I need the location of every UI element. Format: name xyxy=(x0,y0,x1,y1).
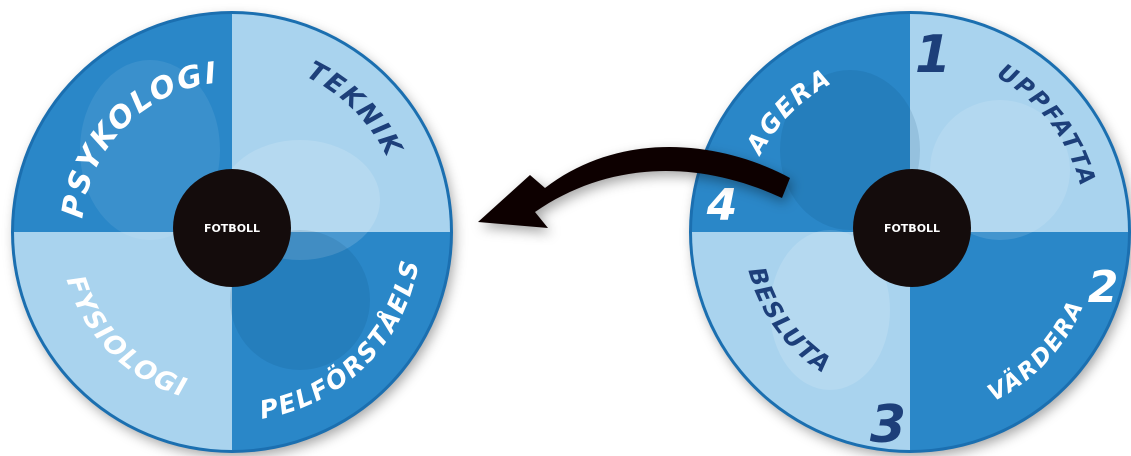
right-wheel: AGERA UPPFATTA BESLUTA VÄRDERA 1 2 3 4 F… xyxy=(689,11,1131,455)
left-wheel: PSYKOLOGI TEKNIK FYSIOLOGI SPELFÖRSTÅELS… xyxy=(0,0,453,453)
curved-arrow-icon xyxy=(478,147,790,228)
right-number-2: 2 xyxy=(1088,262,1119,313)
right-number-1: 1 xyxy=(915,25,951,85)
left-center-hub xyxy=(173,169,291,287)
left-center-label: FOTBOLL xyxy=(204,222,260,235)
arrow-body xyxy=(478,147,790,228)
right-center-label: FOTBOLL xyxy=(884,222,940,235)
right-number-3: 3 xyxy=(870,395,906,455)
right-center-hub xyxy=(853,169,971,287)
right-photo-overlay-3 xyxy=(770,230,890,390)
right-number-4: 4 xyxy=(706,180,738,231)
